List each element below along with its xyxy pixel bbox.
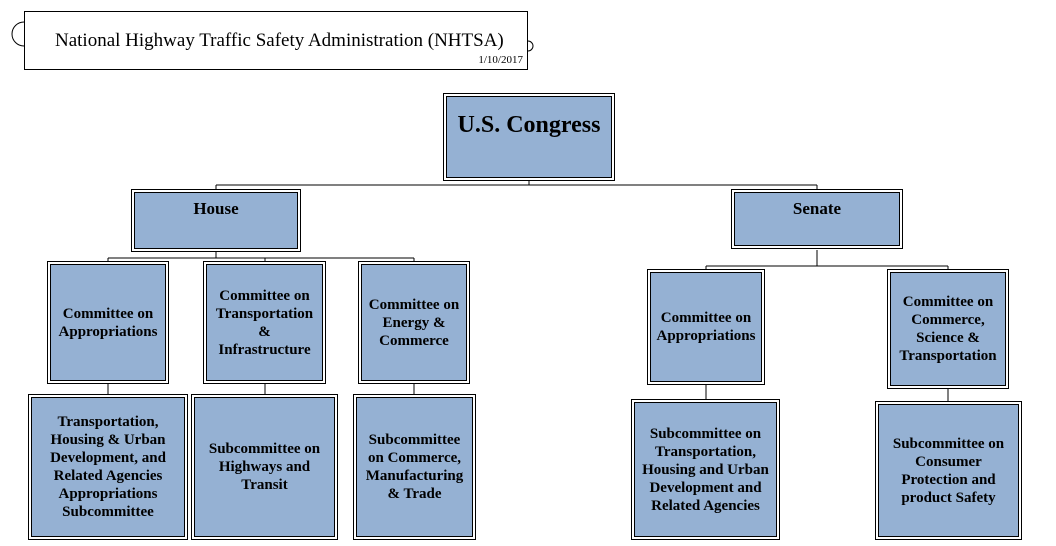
house-subcommittee-commerce: Subcommittee on Commerce, Manufacturing … — [356, 397, 473, 537]
senate-committee-commerce-science: Committee on Commerce, Science & Transpo… — [890, 272, 1006, 386]
committee-label: Committee on Energy & Commerce — [368, 296, 460, 349]
congress-label: U.S. Congress — [457, 112, 601, 138]
committee-label: Committee on Appropriations — [58, 305, 158, 340]
header-box: National Highway Traffic Safety Administ… — [24, 11, 528, 70]
header-title: National Highway Traffic Safety Administ… — [55, 30, 504, 51]
congress-box: U.S. Congress — [446, 96, 612, 178]
committee-label: Committee on Transportation & Infrastruc… — [215, 287, 314, 358]
senate-label: Senate — [792, 199, 842, 218]
committee-label: Committee on Commerce, Science & Transpo… — [899, 294, 997, 364]
house-subcommittee-thud: Transportation, Housing & Urban Developm… — [31, 397, 185, 537]
house-committee-energy-commerce: Committee on Energy & Commerce — [361, 264, 467, 381]
subcommittee-label: Subcommittee on Consumer Protection and … — [892, 435, 1005, 506]
senate-committee-appropriations: Committee on Appropriations — [650, 272, 762, 382]
header-date: 1/10/2017 — [478, 54, 523, 66]
committee-label: Committee on Appropriations — [656, 310, 756, 344]
house-label: House — [193, 199, 239, 218]
senate-subcommittee-consumer-protection: Subcommittee on Consumer Protection and … — [878, 404, 1019, 537]
house-box: House — [134, 192, 298, 249]
senate-subcommittee-thud: Subcommittee on Transportation, Housing … — [634, 402, 777, 537]
house-committee-appropriations: Committee on Appropriations — [50, 264, 166, 381]
senate-box: Senate — [734, 192, 900, 246]
subcommittee-label: Transportation, Housing & Urban Developm… — [50, 414, 166, 520]
subcommittee-label: Subcommittee on Highways and Transit — [208, 441, 321, 493]
subcommittee-label: Subcommittee on Transportation, Housing … — [642, 425, 769, 514]
house-committee-transportation: Committee on Transportation & Infrastruc… — [206, 264, 323, 381]
house-subcommittee-highways: Subcommittee on Highways and Transit — [194, 397, 335, 537]
subcommittee-label: Subcommittee on Commerce, Manufacturing … — [365, 432, 464, 502]
